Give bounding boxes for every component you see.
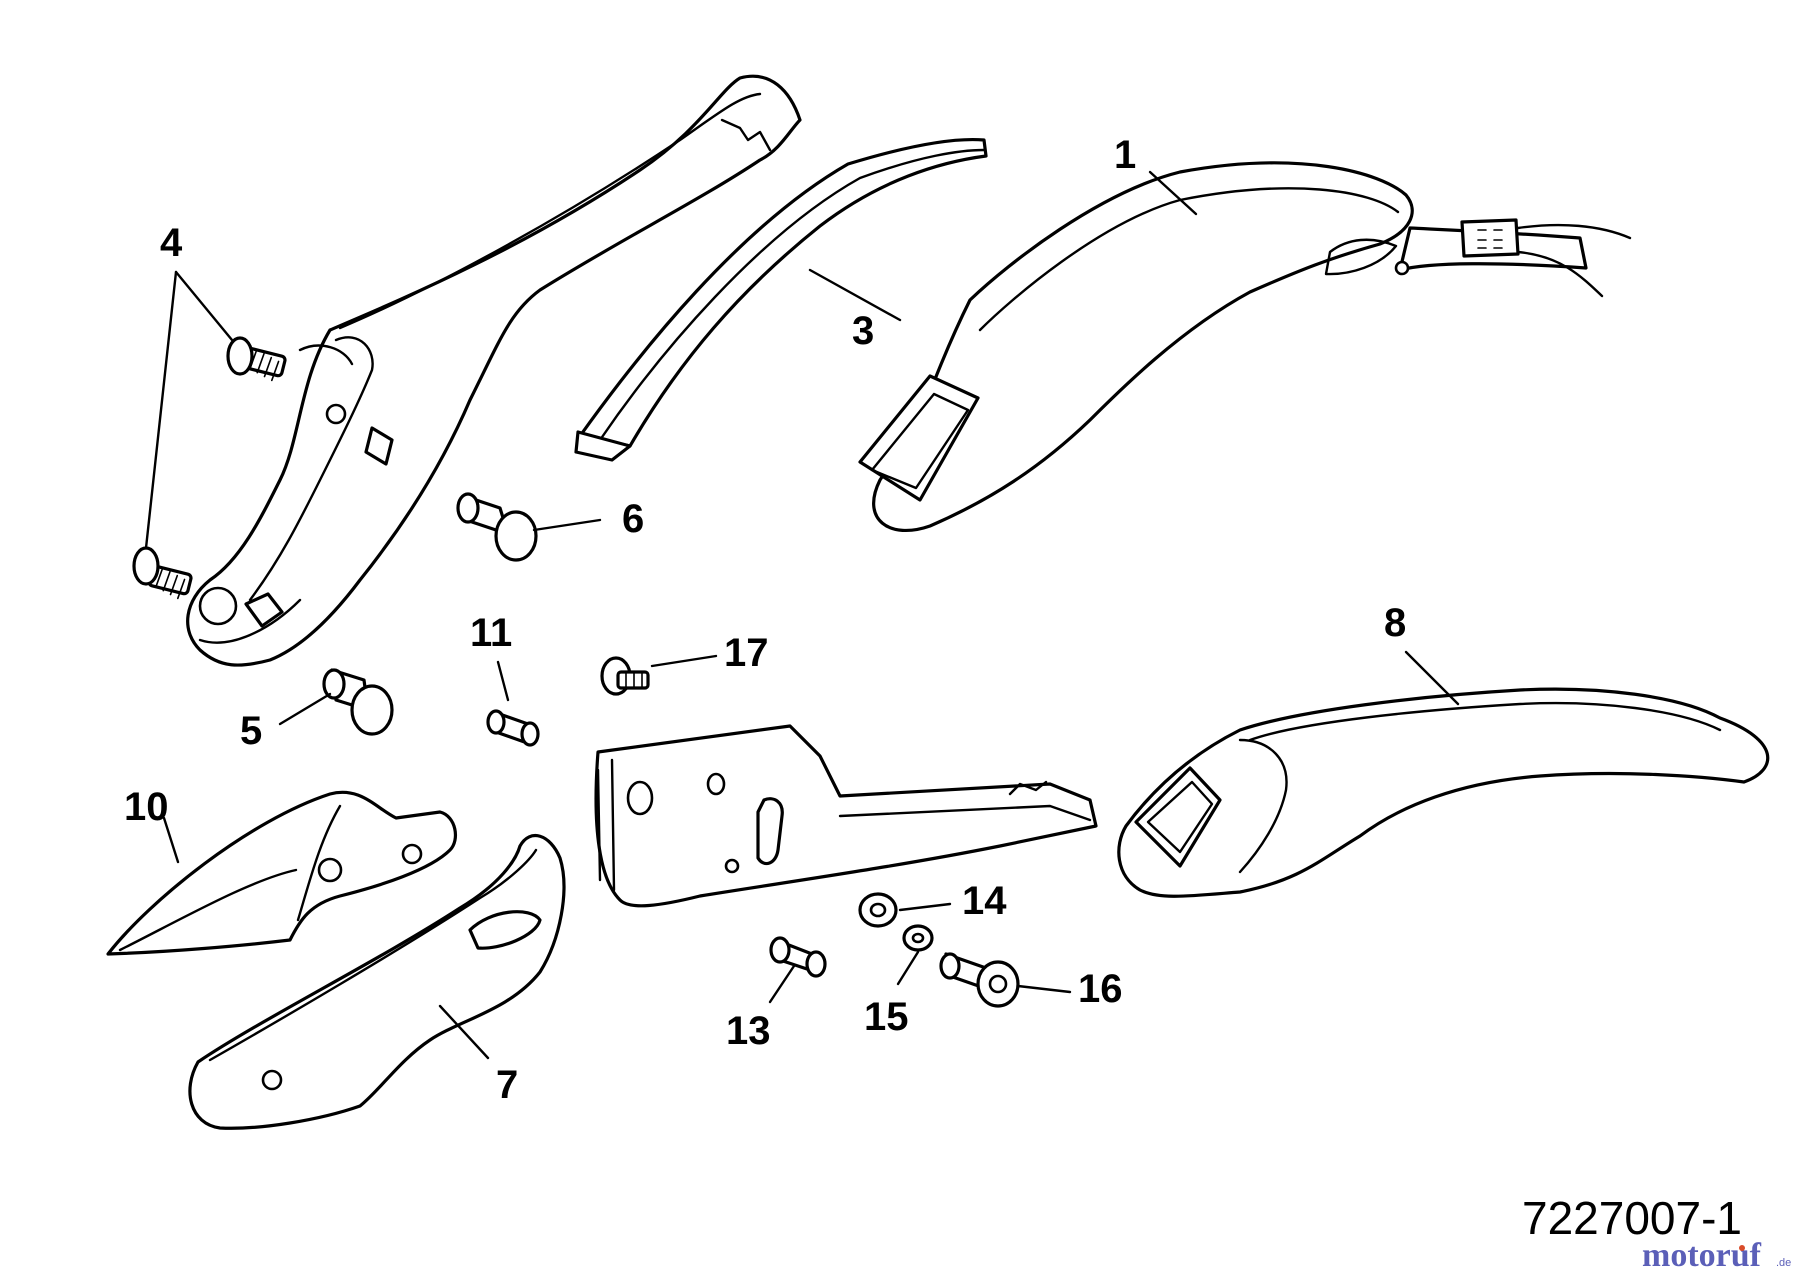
leader-lines	[144, 170, 1460, 1060]
callout-17: 17	[724, 631, 769, 675]
callout-14: 14	[962, 879, 1007, 923]
callout-16: 16	[1078, 967, 1123, 1011]
part-15-washer	[902, 924, 934, 952]
part-4-screw-lower	[132, 546, 193, 600]
part-1-upper-handle	[858, 161, 1632, 532]
part-7-lower-arm	[188, 834, 566, 1130]
callout-1: 1	[1114, 133, 1136, 177]
part-6-pin	[456, 492, 538, 562]
part-13-pin	[769, 936, 827, 978]
callout-8: 8	[1384, 601, 1406, 645]
part-11-sleeve	[486, 709, 540, 747]
watermark-tld: .de	[1776, 1257, 1791, 1269]
callout-labels: 1 3 4 6 5 11 17 8 10 7 13 14 15 16	[124, 133, 1406, 1107]
callout-3: 3	[852, 309, 874, 353]
part-16-bolt	[939, 952, 1020, 1008]
part-3-spring-strip	[574, 137, 988, 462]
callout-11: 11	[470, 611, 512, 655]
part-5-pin	[322, 668, 394, 736]
part-10-blade	[106, 790, 458, 956]
callout-4: 4	[160, 221, 183, 265]
callout-10: 10	[124, 785, 169, 829]
cutter-arm	[186, 74, 802, 667]
part-4-screw-upper	[226, 336, 287, 382]
part-14-washer	[858, 892, 898, 928]
callout-15: 15	[864, 995, 909, 1039]
callout-6: 6	[622, 497, 644, 541]
mounting-plate	[594, 724, 1098, 908]
drawing-number: 7227007-1	[1522, 1192, 1742, 1244]
motoruf-watermark-logo: motoruf .de	[1642, 1237, 1791, 1272]
part-17-screw	[600, 656, 650, 696]
callout-7: 7	[496, 1063, 518, 1107]
callout-5: 5	[240, 709, 262, 753]
watermark-brand: motoruf	[1642, 1237, 1762, 1272]
callout-13: 13	[726, 1009, 771, 1053]
part-8-lower-handle	[1117, 687, 1770, 898]
